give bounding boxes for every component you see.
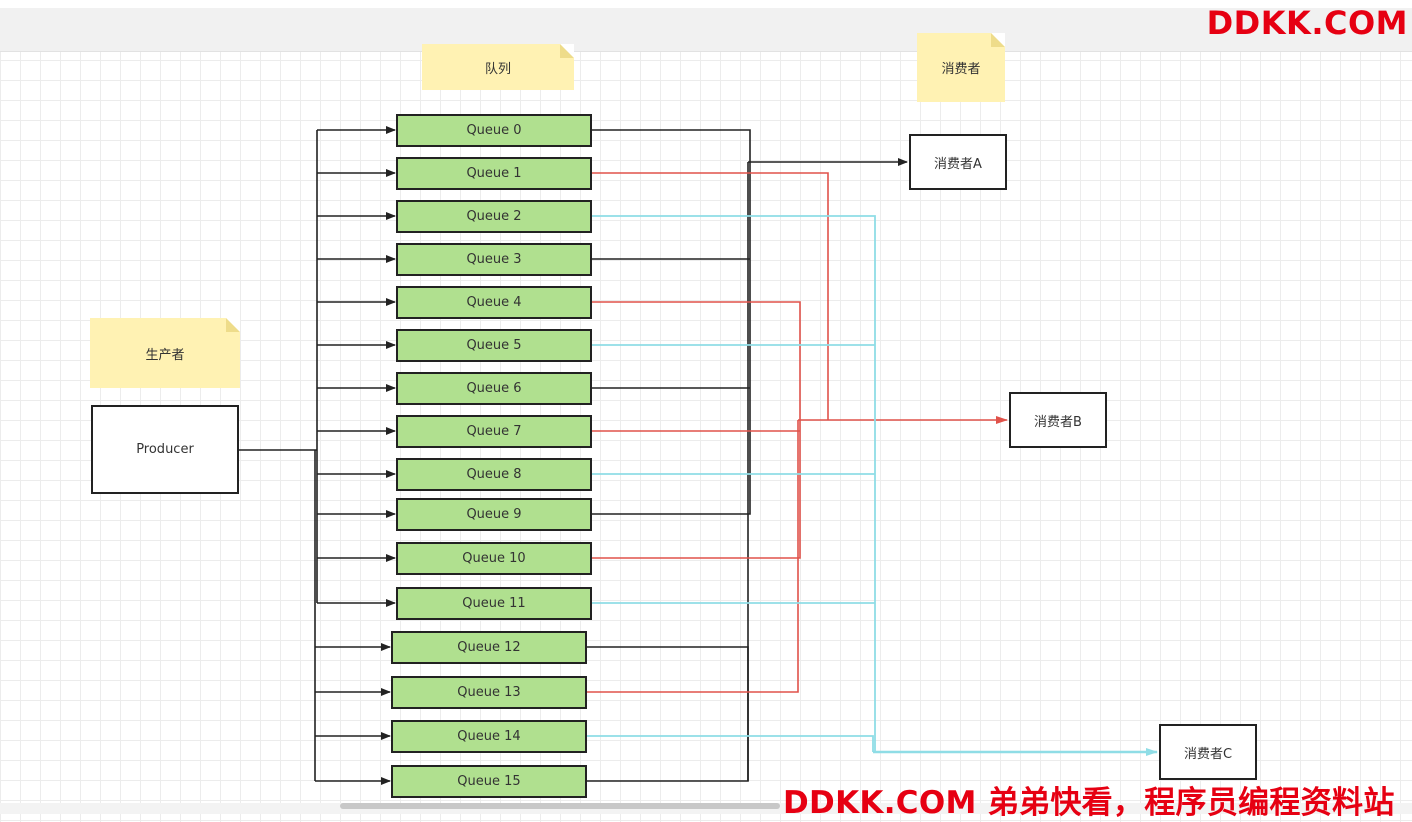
queue-node[interactable]: Queue 1 — [396, 157, 592, 190]
queue-label: Queue 1 — [466, 166, 522, 181]
queue-node[interactable]: Queue 0 — [396, 114, 592, 147]
queue-node[interactable]: Queue 6 — [396, 372, 592, 405]
queue-label: Queue 2 — [466, 209, 522, 224]
watermark-bottom: DDKK.COM 弟弟快看，程序员编程资料站 — [783, 785, 1395, 821]
producer-node[interactable]: Producer — [91, 405, 239, 494]
consumer-c-label: 消费者C — [1183, 746, 1233, 762]
producer-label: Producer — [136, 442, 194, 457]
consumer-b-connectors — [586, 172, 1008, 693]
queue-node[interactable]: Queue 5 — [396, 329, 592, 362]
note-producer[interactable]: 生产者 — [90, 318, 240, 388]
queue-label: Queue 5 — [466, 338, 522, 353]
queue-label: Queue 10 — [462, 551, 526, 566]
queue-label: Queue 11 — [462, 596, 526, 611]
consumer-a-label: 消费者A — [934, 156, 982, 172]
queue-node[interactable]: Queue 3 — [396, 243, 592, 276]
queue-node[interactable]: Queue 12 — [391, 631, 587, 664]
queue-node[interactable]: Queue 15 — [391, 765, 587, 798]
queue-label: Queue 13 — [457, 685, 521, 700]
consumer-b-label: 消费者B — [1034, 414, 1082, 430]
queue-node[interactable]: Queue 13 — [391, 676, 587, 709]
horizontal-scrollbar-thumb[interactable] — [340, 803, 780, 809]
queue-node[interactable]: Queue 11 — [396, 587, 592, 620]
canvas-toolbar — [0, 0, 1412, 52]
queue-label: Queue 14 — [457, 729, 521, 744]
queue-label: Queue 8 — [466, 467, 522, 482]
queue-label: Queue 15 — [457, 774, 521, 789]
note-consumers-label: 消费者 — [941, 62, 981, 77]
note-producer-label: 生产者 — [145, 347, 185, 363]
queue-node[interactable]: Queue 2 — [396, 200, 592, 233]
note-queues[interactable]: 队列 — [422, 44, 574, 90]
queue-label: Queue 9 — [466, 507, 522, 522]
queue-label: Queue 12 — [457, 640, 521, 655]
queue-label: Queue 0 — [466, 123, 522, 138]
note-queues-label: 队列 — [484, 61, 511, 77]
queue-node[interactable]: Queue 9 — [396, 498, 592, 531]
queue-label: Queue 6 — [466, 381, 522, 396]
producer-connectors — [238, 126, 396, 785]
queue-node[interactable]: Queue 4 — [396, 286, 592, 319]
queue-label: Queue 4 — [466, 295, 522, 310]
queue-node[interactable]: Queue 10 — [396, 542, 592, 575]
consumer-c-node[interactable]: 消费者C — [1159, 724, 1257, 780]
queue-node[interactable]: Queue 8 — [396, 458, 592, 491]
note-consumers[interactable]: 消费者 — [917, 33, 1005, 102]
watermark-top: DDKK.COM — [1206, 4, 1408, 42]
queue-label: Queue 3 — [466, 252, 522, 267]
consumer-b-node[interactable]: 消费者B — [1009, 392, 1107, 448]
queue-node[interactable]: Queue 7 — [396, 415, 592, 448]
queue-node[interactable]: Queue 14 — [391, 720, 587, 753]
queue-label: Queue 7 — [466, 424, 522, 439]
consumer-a-node[interactable]: 消费者A — [909, 134, 1007, 190]
consumer-c-connectors — [586, 215, 1158, 756]
consumer-a-connectors — [586, 129, 908, 782]
